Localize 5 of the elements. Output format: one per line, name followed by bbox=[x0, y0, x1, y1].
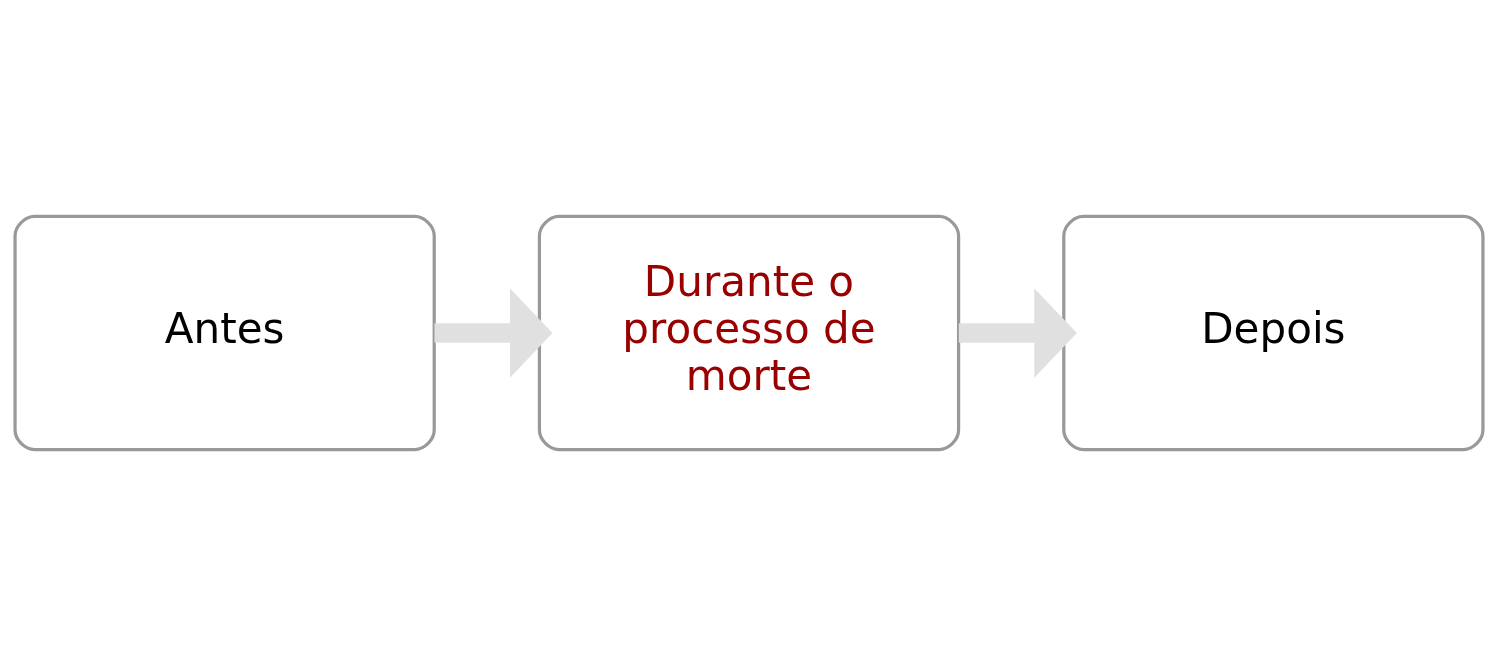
node-box: Depois bbox=[1062, 214, 1485, 452]
node-box: Antes bbox=[13, 214, 436, 452]
node-box: Durante o processo de morte bbox=[537, 214, 961, 452]
arrow bbox=[434, 288, 553, 378]
arrow bbox=[958, 288, 1077, 378]
